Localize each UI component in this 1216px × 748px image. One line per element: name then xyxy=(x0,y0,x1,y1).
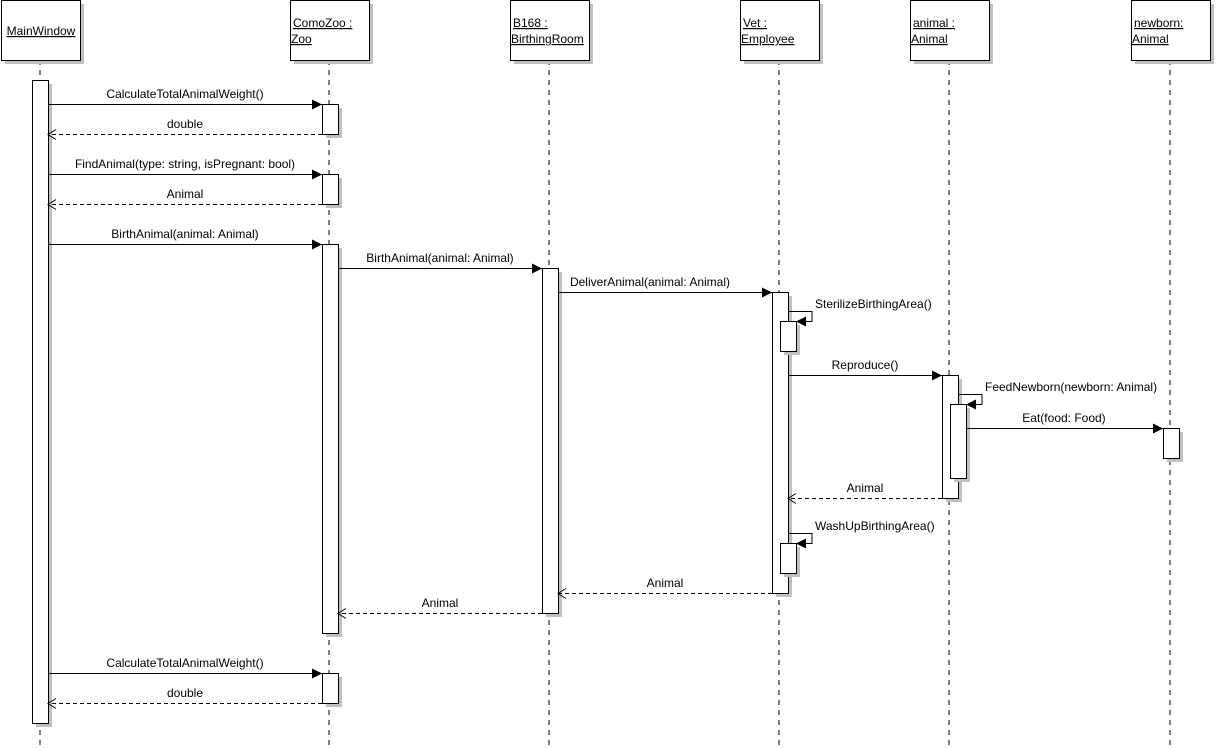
participant-label: ComoZoo : xyxy=(293,16,352,30)
message-label: CalculateTotalAnimalWeight() xyxy=(106,87,263,101)
activation-bar xyxy=(322,244,342,637)
message-label: FeedNewborn(newborn: Animal) xyxy=(985,380,1157,394)
activation-bar xyxy=(772,292,792,597)
message-label: CalculateTotalAnimalWeight() xyxy=(106,656,263,670)
activation-bar xyxy=(322,174,342,208)
participant-label: Vet : xyxy=(743,16,767,30)
message-label: double xyxy=(167,117,203,131)
message-label: Reproduce() xyxy=(832,358,899,372)
activation-bar xyxy=(322,673,342,707)
message-self[interactable]: FeedNewborn(newborn: Animal) xyxy=(958,380,1157,410)
participant-mainwindow[interactable]: MainWindow xyxy=(1,0,85,65)
participant-label: Animal xyxy=(911,32,948,46)
activation-bar xyxy=(950,404,970,482)
message-self[interactable]: WashUpBirthingArea() xyxy=(788,519,935,549)
message-label: Animal xyxy=(422,596,459,610)
message-label: Eat(food: Food) xyxy=(1022,411,1105,425)
participant-b168[interactable]: B168 : BirthingRoom xyxy=(510,0,594,65)
message-label: DeliverAnimal(animal: Animal) xyxy=(570,275,730,289)
message-label: Animal xyxy=(847,481,884,495)
message-call[interactable]: CalculateTotalAnimalWeight() xyxy=(48,656,322,679)
message-return[interactable]: double xyxy=(47,117,322,140)
message-return[interactable]: Animal xyxy=(337,596,542,619)
participant-vet[interactable]: Vet : Employee xyxy=(740,0,824,65)
participant-newborn[interactable]: newborn: Animal xyxy=(1131,0,1215,65)
message-return[interactable]: Animal xyxy=(557,576,772,599)
activation-bar xyxy=(780,321,800,355)
participant-label: B168 : xyxy=(513,16,548,30)
message-return[interactable]: Animal xyxy=(787,481,942,504)
message-label: Animal xyxy=(647,576,684,590)
message-label: SterilizeBirthingArea() xyxy=(815,297,932,311)
message-call[interactable]: DeliverAnimal(animal: Animal) xyxy=(558,275,772,298)
activation-bar xyxy=(542,268,562,617)
participant-label: newborn: xyxy=(1134,16,1183,30)
activation-bar xyxy=(32,80,52,727)
participant-label: animal : xyxy=(913,16,955,30)
participant-animal[interactable]: animal : Animal xyxy=(910,0,994,65)
activation-bar xyxy=(1163,428,1183,462)
message-call[interactable]: BirthAnimal(animal: Animal) xyxy=(48,227,322,250)
message-return[interactable]: Animal xyxy=(47,187,322,210)
participant-label: Animal xyxy=(1132,32,1169,46)
participant-label: Employee xyxy=(741,32,795,46)
message-call[interactable]: Eat(food: Food) xyxy=(966,411,1163,434)
message-call[interactable]: BirthAnimal(animal: Animal) xyxy=(338,251,542,274)
message-label: Animal xyxy=(167,187,204,201)
message-label: FindAnimal(type: string, isPregnant: boo… xyxy=(75,157,295,171)
participant-label: MainWindow xyxy=(7,24,76,38)
activation-bar xyxy=(780,543,800,577)
message-label: BirthAnimal(animal: Animal) xyxy=(366,251,513,265)
participant-comozoo[interactable]: ComoZoo : Zoo xyxy=(290,0,374,65)
message-label: WashUpBirthingArea() xyxy=(815,519,935,533)
message-call[interactable]: CalculateTotalAnimalWeight() xyxy=(48,87,322,110)
participant-label: Zoo xyxy=(291,32,312,46)
message-label: double xyxy=(167,686,203,700)
participant-label: BirthingRoom xyxy=(511,32,584,46)
message-call[interactable]: Reproduce() xyxy=(788,358,942,381)
message-return[interactable]: double xyxy=(47,686,322,709)
message-label: BirthAnimal(animal: Animal) xyxy=(111,227,258,241)
message-self[interactable]: SterilizeBirthingArea() xyxy=(788,297,932,327)
activation-bar xyxy=(322,104,342,138)
message-call[interactable]: FindAnimal(type: string, isPregnant: boo… xyxy=(48,157,322,180)
